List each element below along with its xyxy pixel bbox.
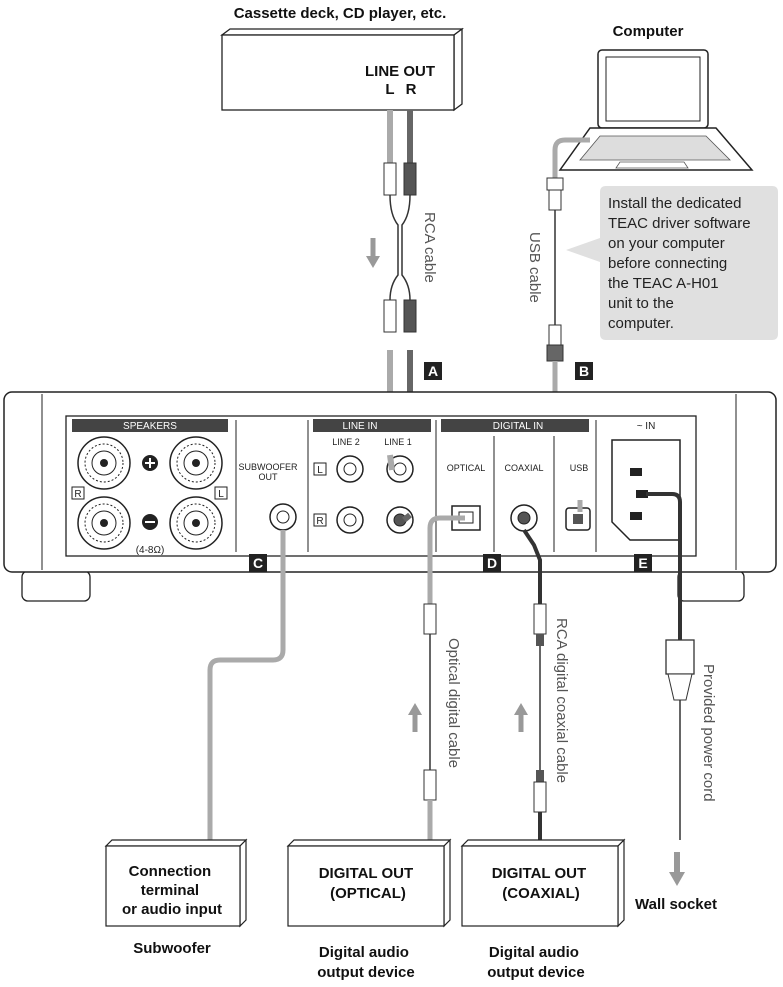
marker-a: A xyxy=(424,362,442,380)
computer-title: Computer xyxy=(613,23,684,40)
arrow-down-icon xyxy=(366,238,380,268)
wall-socket-label: Wall socket xyxy=(635,896,717,913)
marker-b: B xyxy=(575,362,593,380)
subwoofer-input-label: Connection terminal or audio input xyxy=(122,863,222,918)
svg-text:C: C xyxy=(253,555,263,571)
coaxial-device-caption: Digital audio output device xyxy=(487,944,585,981)
ac-in-label: ~ IN xyxy=(637,421,656,432)
line-out-r: R xyxy=(406,81,417,98)
optical-device-caption: Digital audio output device xyxy=(317,944,415,981)
plus-icon xyxy=(142,455,158,471)
subwoofer-device xyxy=(104,838,248,928)
laptop-icon xyxy=(558,49,754,171)
optical-output-device xyxy=(286,838,452,928)
source-device xyxy=(220,27,464,112)
connected-plugs xyxy=(207,454,682,846)
svg-text:R: R xyxy=(316,516,323,527)
optical-cable xyxy=(423,603,437,860)
svg-text:B: B xyxy=(579,363,589,379)
speaker-terminals xyxy=(77,436,223,550)
svg-text:L: L xyxy=(218,489,224,500)
power-inlet xyxy=(611,439,681,541)
driver-note-callout xyxy=(566,186,778,340)
subwoofer-out-label: SUBWOOFER xyxy=(238,462,298,472)
arrow-down-icon xyxy=(669,852,685,886)
optical-cable-label: Optical digital cable xyxy=(445,638,462,768)
optical-jack xyxy=(451,505,481,531)
line-in-header xyxy=(313,419,431,432)
line-l-badge xyxy=(313,462,327,476)
speakers-label: SPEAKERS xyxy=(123,421,177,432)
optical-device-label: DIGITAL OUT (OPTICAL) xyxy=(319,865,418,902)
usb-cable-label: USB cable xyxy=(526,232,543,303)
coaxial-cable xyxy=(533,603,547,860)
subwoofer-jack xyxy=(269,503,297,531)
marker-c: C xyxy=(249,554,267,572)
power-cord-label: Provided power cord xyxy=(700,664,717,802)
subwoofer-caption: Subwoofer xyxy=(133,940,211,957)
source-title: Cassette deck, CD player, etc. xyxy=(234,5,447,22)
coaxial-label: COAXIAL xyxy=(504,463,543,473)
digital-in-label: DIGITAL IN xyxy=(493,421,544,432)
line-in-label: LINE IN xyxy=(342,421,377,432)
line-out-l: L xyxy=(385,81,394,98)
marker-e: E xyxy=(634,554,652,572)
minus-icon xyxy=(142,514,158,530)
line-r-badge xyxy=(313,513,327,527)
svg-text:OUT: OUT xyxy=(259,472,279,482)
rca-cable-label: RCA cable xyxy=(421,212,438,283)
svg-text:D: D xyxy=(487,555,497,571)
coaxial-jack xyxy=(510,504,538,532)
digital-in-header xyxy=(441,419,589,432)
line1-label: LINE 1 xyxy=(384,437,412,447)
arrow-up-icon xyxy=(408,703,422,732)
marker-d: D xyxy=(483,554,501,572)
speaker-l-badge xyxy=(214,486,228,500)
arrow-up-icon xyxy=(514,703,528,732)
power-cord xyxy=(665,639,695,840)
svg-text:A: A xyxy=(428,363,438,379)
usb-label: USB xyxy=(570,463,589,473)
svg-text:L: L xyxy=(317,465,323,476)
svg-text:R: R xyxy=(74,489,81,500)
coaxial-output-device xyxy=(460,838,626,928)
svg-text:E: E xyxy=(638,555,647,571)
impedance-label: (4-8Ω) xyxy=(136,545,165,556)
line-out-label: LINE OUT xyxy=(365,63,435,80)
line-in-jacks xyxy=(336,455,414,534)
speakers-header xyxy=(72,419,228,432)
driver-note-text: Install the dedicated TEAC driver softwa… xyxy=(608,195,755,332)
coaxial-device-label: DIGITAL OUT (COAXIAL) xyxy=(492,865,591,902)
line2-label: LINE 2 xyxy=(332,437,360,447)
coaxial-cable-label: RCA digital coaxial cable xyxy=(553,618,570,783)
speaker-r-badge xyxy=(71,486,85,500)
optical-label: OPTICAL xyxy=(447,463,486,473)
